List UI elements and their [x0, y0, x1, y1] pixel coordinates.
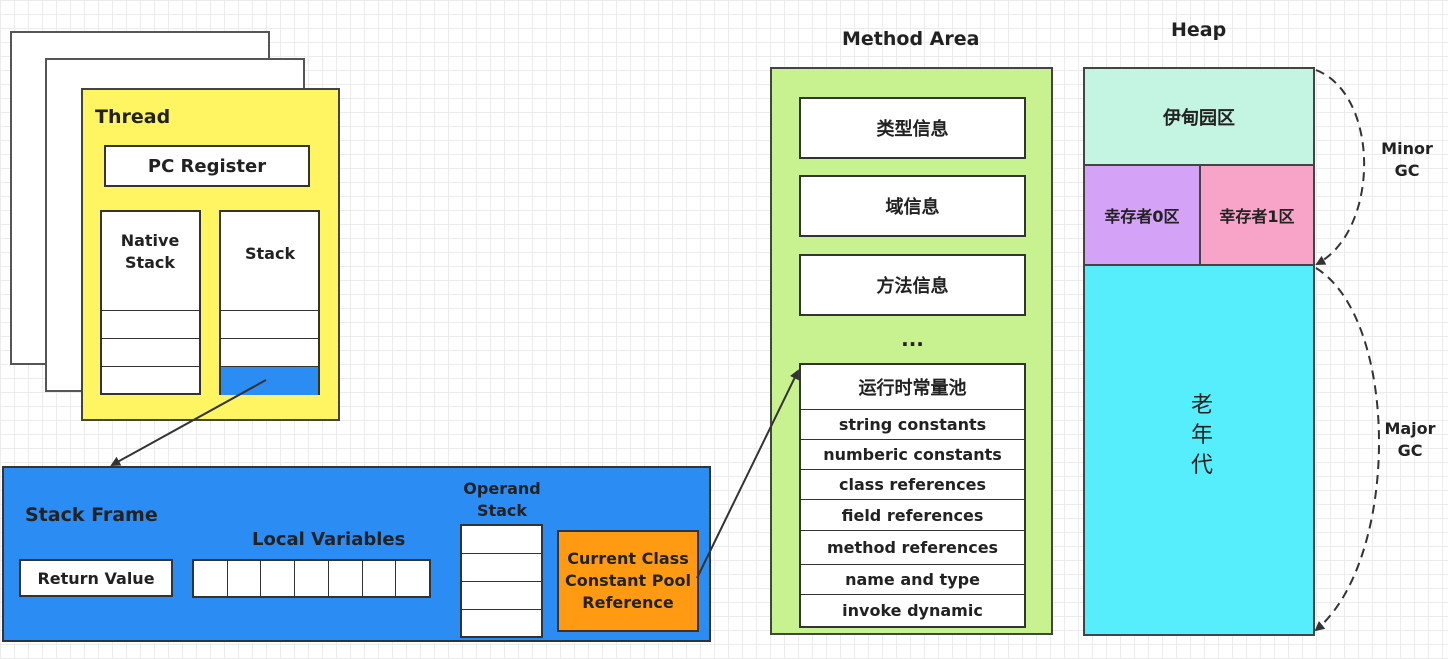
method-area-box: 类型信息 域信息 方法信息 ... 运行时常量池 string constant… [770, 67, 1053, 635]
heap-title: Heap [1171, 19, 1227, 41]
local-variable-slot [228, 561, 262, 596]
major-gc-label: Major GC [1384, 419, 1436, 460]
native-stack-slot [102, 310, 199, 338]
local-variable-slot [295, 561, 329, 596]
type-info: 类型信息 [799, 97, 1026, 159]
local-variable-slot [194, 561, 228, 596]
field-info: 域信息 [799, 175, 1026, 237]
local-variable-slot [261, 561, 296, 596]
operand-stack-slot [462, 609, 541, 636]
operand-stack-slot [462, 581, 541, 609]
thread-box: Thread PC Register Native Stack Stack [81, 88, 340, 421]
local-variable-slot [329, 561, 363, 596]
native-stack: Native Stack [100, 210, 201, 395]
local-variables-array [192, 559, 431, 598]
local-variable-slot [396, 561, 429, 596]
operand-stack-label: Operand Stack [463, 479, 541, 520]
pool-item: numberic constants [801, 439, 1024, 469]
native-stack-slot [102, 338, 199, 366]
java-stack: Stack [219, 210, 320, 395]
survivor-1-space: 幸存者1区 [1201, 166, 1313, 266]
java-stack-label: Stack [245, 244, 296, 263]
pool-item: method references [801, 530, 1024, 564]
survivor-0-space: 幸存者0区 [1085, 166, 1201, 266]
method-area-title: Method Area [842, 28, 980, 50]
heap-box: 伊甸园区 幸存者0区 幸存者1区 老年代 [1083, 67, 1315, 636]
minor-gc-arrow [1315, 69, 1365, 265]
native-stack-slot [102, 366, 199, 395]
java-stack-slot-active [221, 366, 318, 395]
stack-frame-box: Stack Frame Return Value Local Variables… [2, 466, 711, 642]
return-value: Return Value [19, 559, 173, 597]
eden-space: 伊甸园区 [1085, 69, 1313, 166]
old-generation-space: 老年代 [1190, 393, 1213, 478]
runtime-constant-pool-title: 运行时常量池 [858, 378, 967, 399]
pool-item: string constants [801, 409, 1024, 439]
pc-register: PC Register [104, 145, 310, 187]
pool-item: class references [801, 469, 1024, 499]
runtime-constant-pool: 运行时常量池 string constants numberic constan… [799, 363, 1026, 628]
pool-item: name and type [801, 564, 1024, 594]
constant-pool-reference: Current Class Constant Pool Reference [557, 530, 699, 632]
stack-frame-title: Stack Frame [25, 504, 158, 526]
minor-gc-label: Minor GC [1381, 139, 1433, 180]
pool-item: field references [801, 499, 1024, 530]
method-info: 方法信息 [799, 254, 1026, 316]
local-variable-slot [363, 561, 397, 596]
method-area-ellipsis: ... [901, 327, 924, 351]
local-variables-label: Local Variables [252, 529, 406, 550]
pool-item: invoke dynamic [801, 594, 1024, 626]
major-gc-arrow [1314, 267, 1380, 632]
java-stack-slot [221, 338, 318, 366]
thread-title: Thread [95, 106, 171, 128]
java-stack-slot [221, 310, 318, 338]
native-stack-label: Native Stack [120, 231, 180, 272]
operand-stack [460, 524, 543, 638]
operand-stack-slot [462, 553, 541, 581]
